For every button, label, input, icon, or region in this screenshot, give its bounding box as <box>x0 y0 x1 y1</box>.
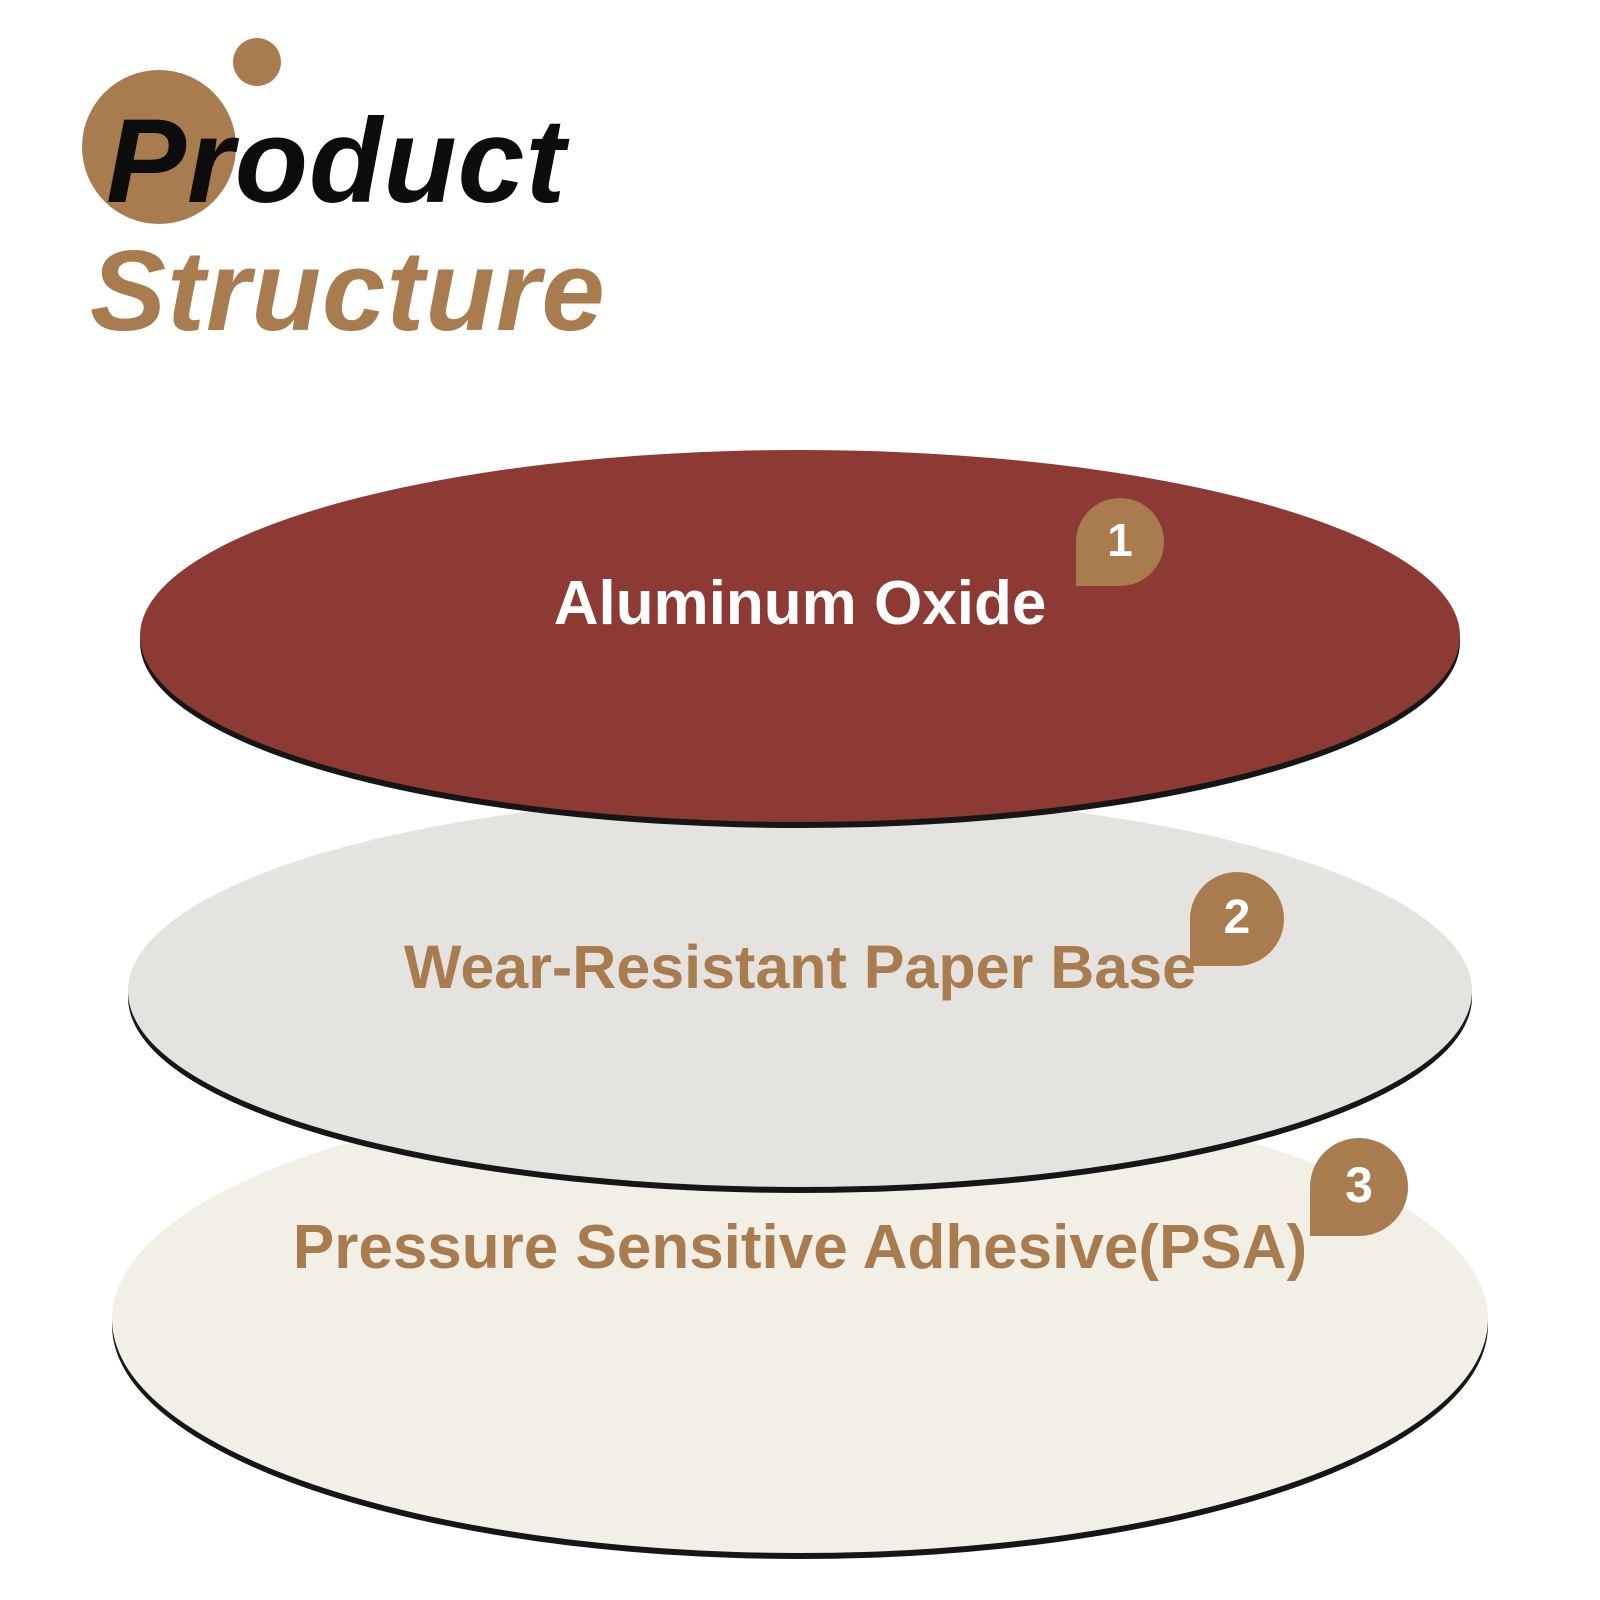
title-deco-circle-large <box>82 70 236 224</box>
layer-number-1: 1 <box>1107 514 1133 566</box>
title-deco-circle-small <box>233 38 281 86</box>
layer-disc-aluminum-oxide: Aluminum Oxide <box>140 450 1460 822</box>
layer-disc-paper-base: Wear-Resistant Paper Base <box>128 795 1472 1187</box>
title-product: Product <box>106 94 567 228</box>
layer-disc-psa: Pressure Sensitive Adhesive(PSA) <box>112 1085 1488 1553</box>
layer-number-2: 2 <box>1223 890 1251 944</box>
layer-number-badge-3: 3 <box>1310 1138 1408 1236</box>
layer-label-aluminum-oxide: Aluminum Oxide <box>553 569 1047 638</box>
title-structure: Structure <box>90 228 606 355</box>
layer-number-3: 3 <box>1345 1157 1373 1213</box>
layer-label-psa: Pressure Sensitive Adhesive(PSA) <box>292 1213 1308 1282</box>
layer-number-badge-2: 2 <box>1190 872 1284 966</box>
layer-number-badge-1: 1 <box>1076 498 1164 586</box>
layer-label-paper-base: Wear-Resistant Paper Base <box>403 933 1197 1001</box>
